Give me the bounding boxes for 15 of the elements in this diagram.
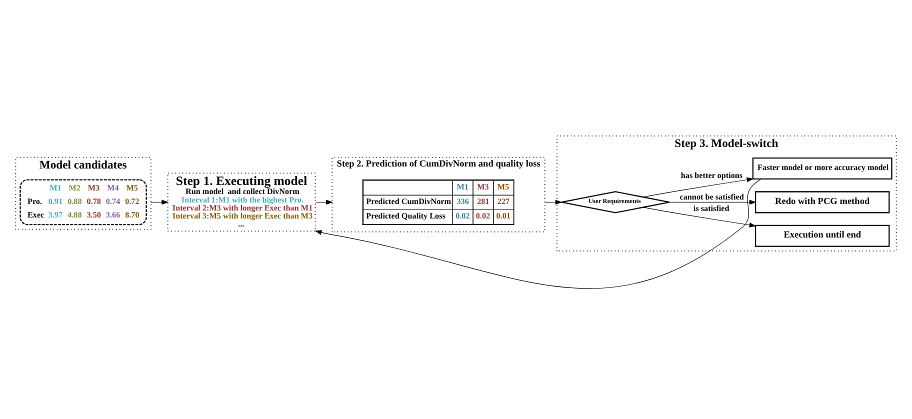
node-box: M1 M2 M3 M4 M5 Pro. 0.91 0.88 0.78 0.74 0.72 Exec 3.97 4.88 3.50 3.66 8.70 [20,178,147,225]
edge-label: is satisfied [693,204,730,213]
node-box: Redo with PCG method [754,190,890,213]
edge-label: cannot be satisfied [680,192,744,201]
edge-label: has better options [680,170,743,180]
node-box: Step 1. Executing model Run model and collect DivNorm Interval 1:M1 with the highest Pro. Interval 2:M3 with longer Exec than M1 Interval 3:M5 with longer Exec than M3 ... [167,172,316,232]
arrow [669,199,756,204]
arrow [544,199,562,204]
arrow [315,199,334,204]
node-box: Execution until end [754,224,890,246]
arrow [150,199,169,204]
arrow [314,178,762,288]
node-box: Faster model or more accuracy model [752,156,892,180]
arrow [642,206,756,227]
arrow [642,176,754,197]
